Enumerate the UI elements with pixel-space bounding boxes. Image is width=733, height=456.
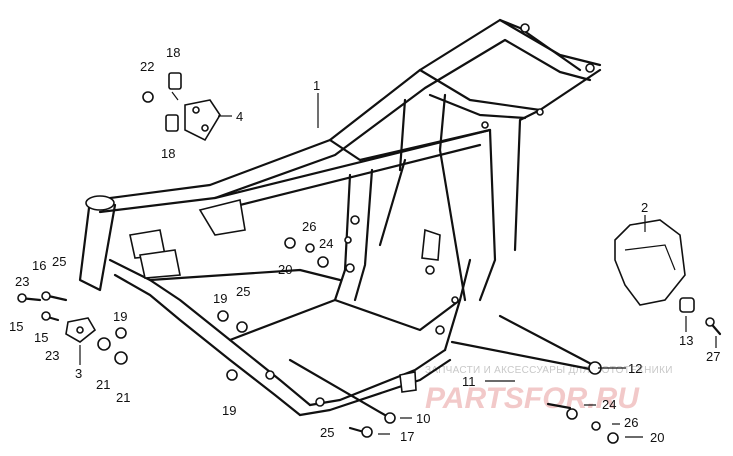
callout-15: 15 (34, 330, 48, 345)
callout-23: 23 (45, 348, 59, 363)
callout-13: 13 (679, 333, 693, 348)
callout-18: 18 (161, 146, 175, 161)
callout-2: 2 (641, 200, 648, 215)
callout-23: 23 (15, 274, 29, 289)
callout-11: 11 (462, 374, 476, 389)
callout-19: 19 (213, 291, 227, 306)
callout-18: 18 (166, 45, 180, 60)
leader-lines (79, 93, 717, 438)
callout-27: 27 (706, 349, 720, 364)
callout-10: 10 (416, 411, 430, 426)
callout-3: 3 (75, 366, 82, 381)
hardware-parts (17, 72, 722, 444)
callout-22: 22 (140, 59, 154, 74)
bracket-part (184, 99, 221, 142)
callout-24: 24 (602, 397, 616, 412)
callout-12: 12 (628, 361, 642, 376)
callout-19: 19 (222, 403, 236, 418)
callout-17: 17 (400, 429, 414, 444)
callout-20: 20 (278, 262, 292, 277)
main-frame (78, 18, 602, 417)
callout-19: 19 (113, 309, 127, 324)
callout-15: 15 (9, 319, 23, 334)
watermark-caption: ЗАПЧАСТИ И АКСЕССУАРЫ ДЛЯ МОТОТЕХНИКИ (425, 365, 673, 376)
callout-4: 4 (236, 109, 243, 124)
callout-1: 1 (313, 78, 320, 93)
side-cover-part (614, 219, 686, 306)
watermark: ЗАПЧАСТИ И АКСЕССУАРЫ ДЛЯ МОТОТЕХНИКИ PA… (425, 365, 673, 415)
callout-20: 20 (650, 430, 664, 445)
callout-16: 16 (32, 258, 46, 273)
callout-25: 25 (236, 284, 250, 299)
callout-21: 21 (96, 377, 110, 392)
callout-26: 26 (624, 415, 638, 430)
callout-25: 25 (52, 254, 66, 269)
watermark-brand: PARTSFOR.RU (425, 382, 640, 415)
callout-25: 25 (320, 425, 334, 440)
callout-26: 26 (302, 219, 316, 234)
callout-labels: 1234101112131515161718181919192020212122… (9, 45, 720, 445)
callout-24: 24 (319, 236, 333, 251)
callout-21: 21 (116, 390, 130, 405)
